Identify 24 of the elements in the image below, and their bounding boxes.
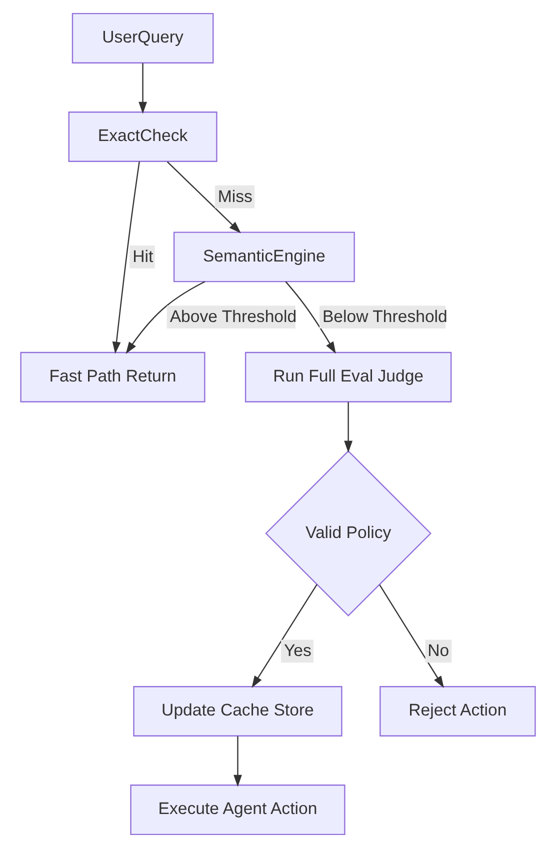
arrow (233, 736, 242, 787)
edge-label: Yes (284, 641, 311, 660)
arrow (166, 161, 240, 234)
node-box: Fast Path Return (20, 352, 205, 402)
node-box: UserQuery (71, 12, 214, 64)
arrow (284, 281, 336, 354)
arrow (125, 281, 205, 354)
node-diamond: Valid Policy (264, 450, 431, 617)
node-box: Reject Action (379, 686, 536, 736)
arrow (378, 584, 444, 688)
edge-label: Hit (132, 246, 153, 266)
edge-label: Below Threshold (322, 307, 447, 326)
node-box: ExactCheck (68, 112, 217, 162)
node-box: SemanticEngine (172, 232, 354, 282)
node-box: Update Cache Store (132, 686, 342, 736)
arrow (251, 584, 317, 688)
node-box: Execute Agent Action (130, 784, 345, 836)
arrow (344, 402, 352, 453)
arrow (112, 162, 140, 354)
edge-label: Above Threshold (169, 307, 296, 326)
node-box: Run Full Eval Judge (244, 352, 452, 402)
edge-label: No (427, 641, 449, 660)
arrow (138, 63, 146, 114)
edge-label: Miss (217, 186, 252, 206)
